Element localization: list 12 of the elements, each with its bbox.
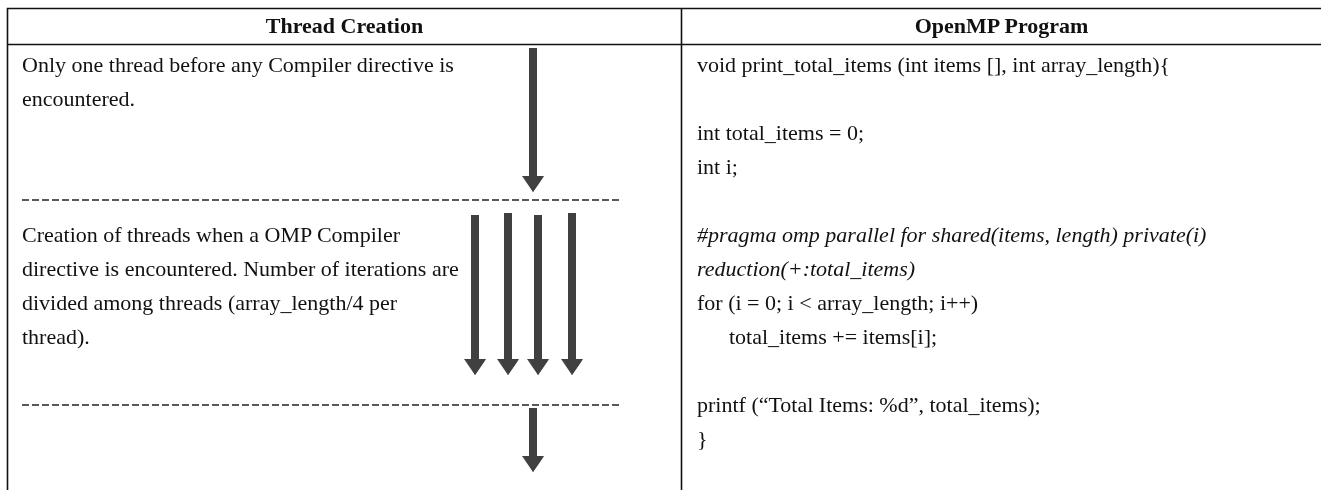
column-header: Thread Creation (264, 12, 425, 40)
code-line: total_items += items[i]; (729, 323, 939, 351)
column-header: OpenMP Program (913, 12, 1090, 40)
code-line: } (697, 425, 709, 453)
code-line: for (i = 0; i < array_length; i++) (697, 289, 980, 317)
code-line: void print_total_items (int items [], int array_length){ (697, 51, 1172, 79)
code-line: #pragma omp parallel for shared(items, length) private(i) reduction(+:total_items) (697, 221, 1208, 283)
description-text: Creation of threads when a OMP Compiler directive is encountered. Number of iterations are divided among threads (array_length/4 per thread). (22, 221, 460, 351)
description-text: Only one thread before any Compiler directive is encountered. (22, 51, 455, 113)
code-line: printf (“Total Items: %d”, total_items); (697, 391, 1042, 419)
code-line: int total_items = 0; (697, 119, 865, 147)
code-line: int i; (697, 153, 739, 181)
